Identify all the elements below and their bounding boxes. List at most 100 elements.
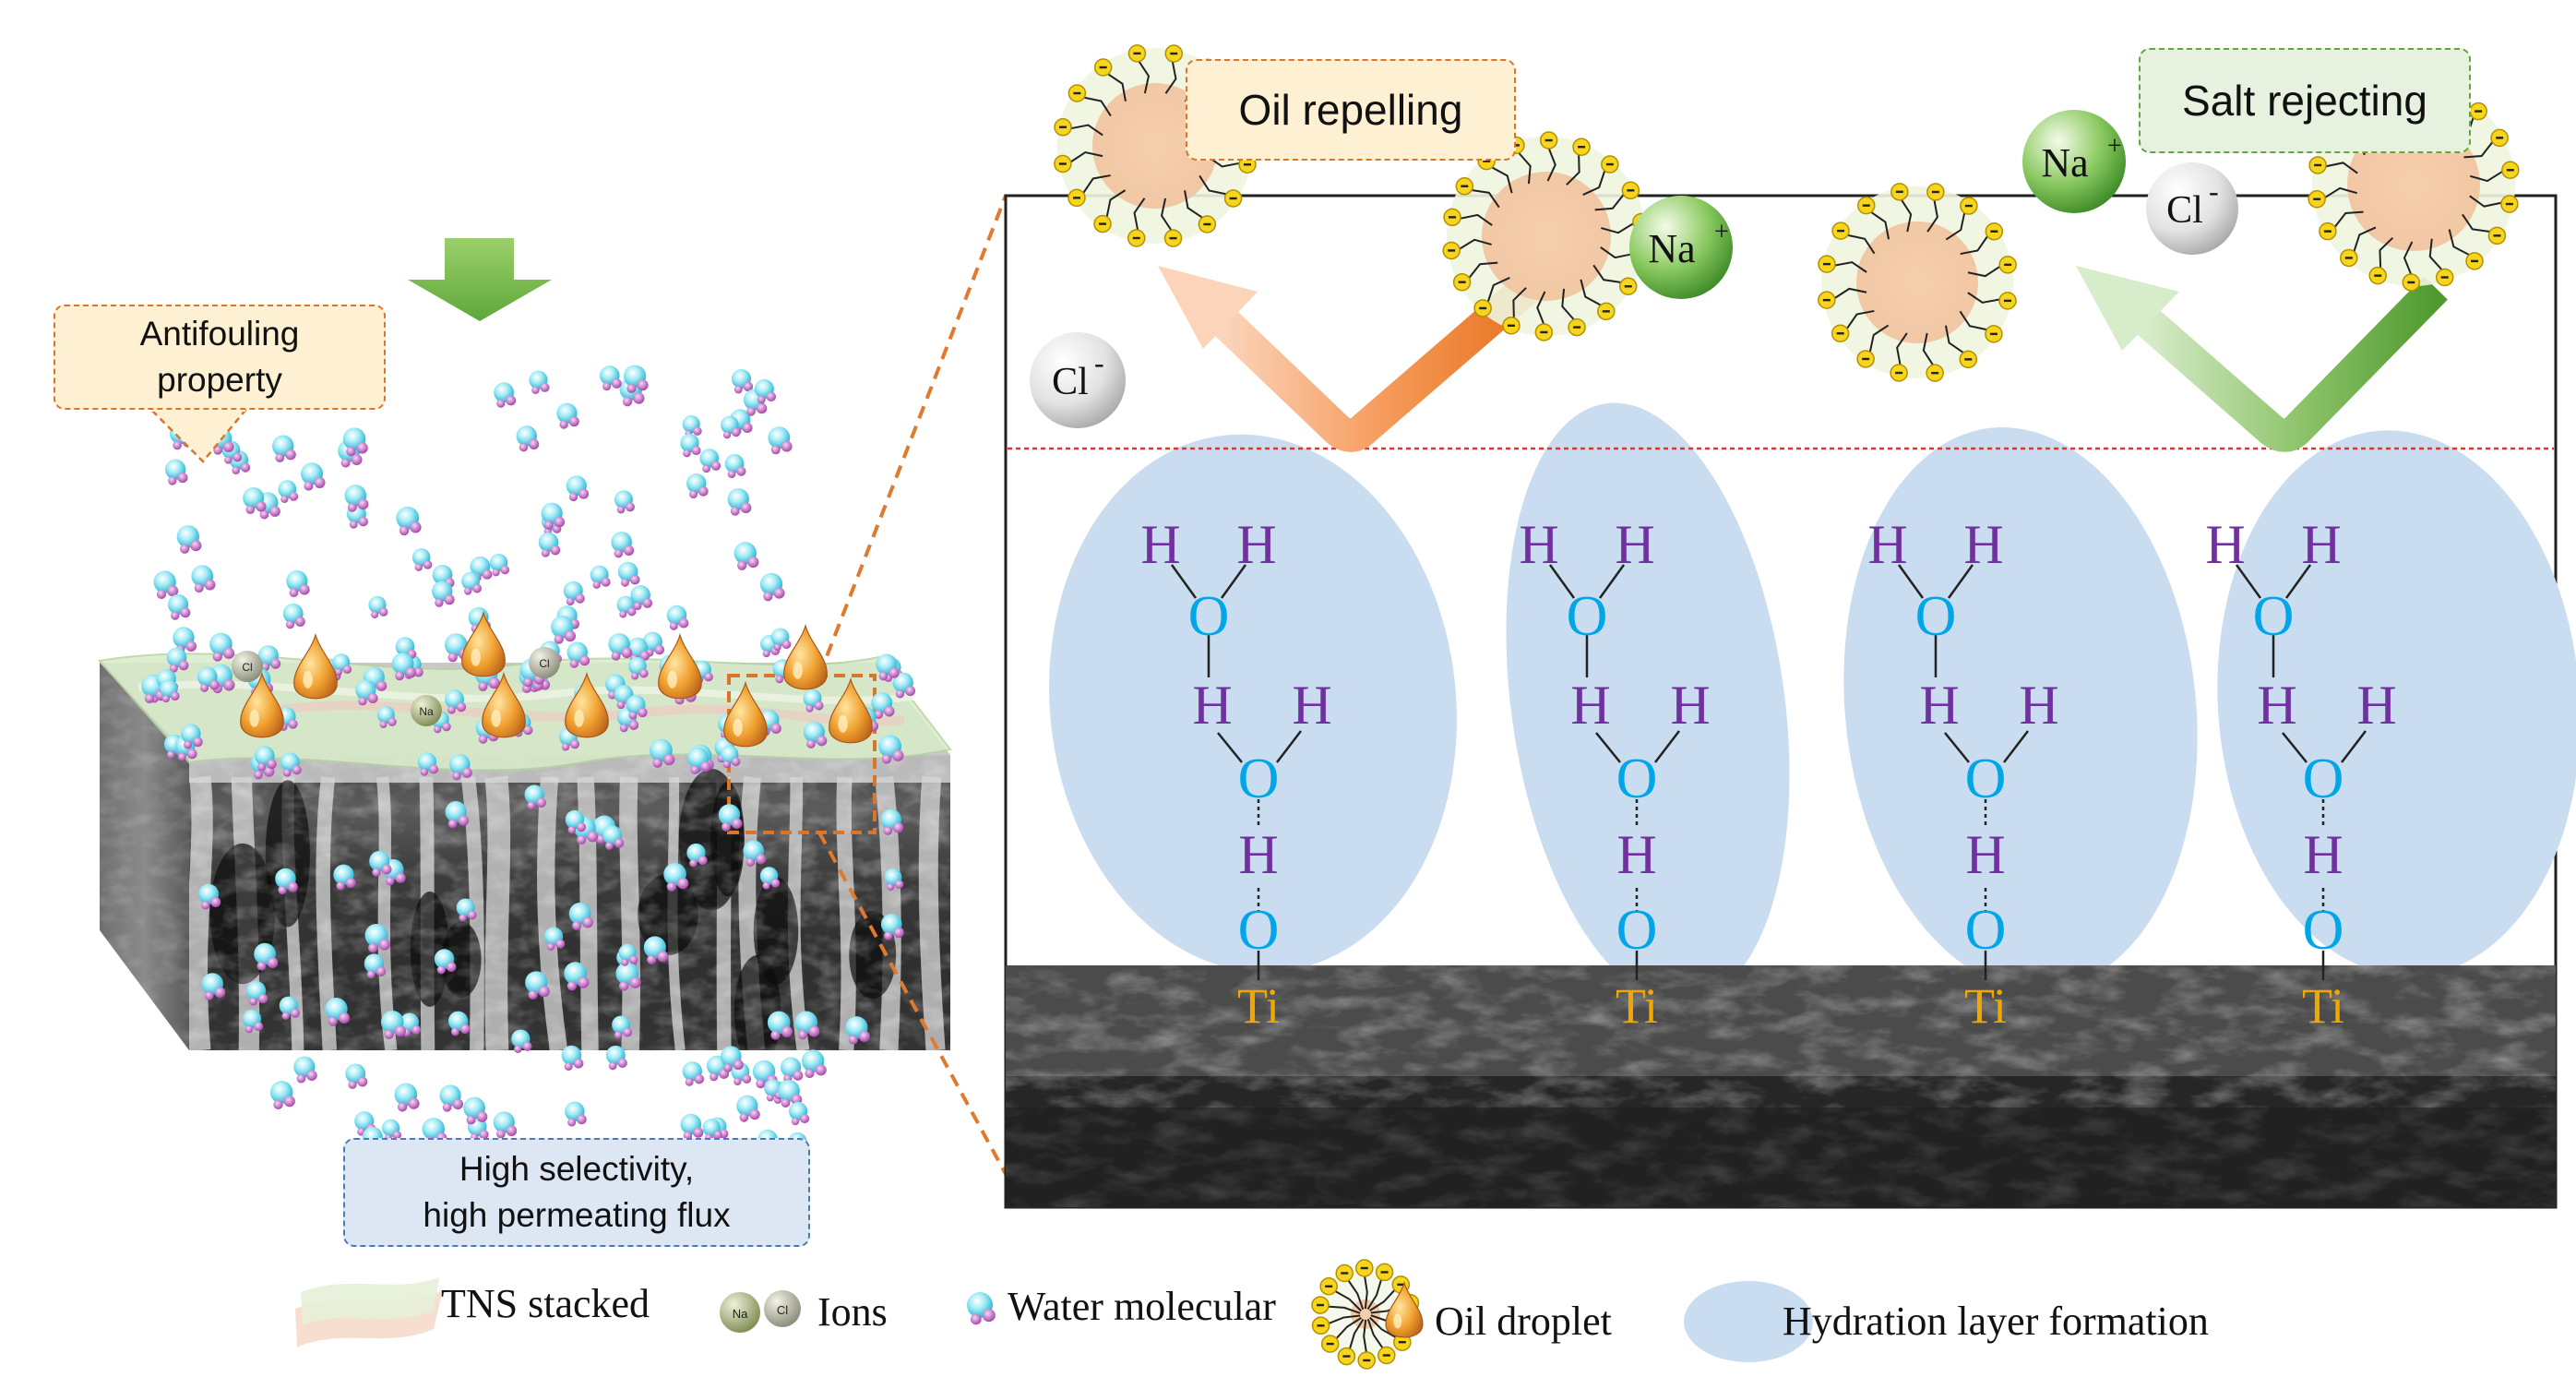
svg-text:O: O xyxy=(1238,748,1280,810)
water-molecule-icon xyxy=(892,672,916,699)
svg-text:H: H xyxy=(1867,514,1907,575)
water-molecule-icon xyxy=(364,923,390,953)
oil-micelle-icon xyxy=(1442,131,1651,341)
salt-rejecting-label: Salt rejecting xyxy=(2182,77,2427,125)
water-molecule-icon xyxy=(623,365,649,393)
oil-micelle-icon xyxy=(1311,1259,1420,1370)
svg-text:Cl: Cl xyxy=(242,661,252,674)
water-molecule-icon xyxy=(600,365,622,391)
water-molecule-icon xyxy=(176,525,202,554)
svg-text:H: H xyxy=(2356,675,2396,736)
water-molecule-icon xyxy=(720,745,741,769)
water-molecule-icon xyxy=(618,943,638,966)
svg-text:H: H xyxy=(1616,824,1656,885)
water-molecule-icon xyxy=(463,1096,488,1125)
water-molecule-icon xyxy=(563,581,585,606)
water-molecule-icon xyxy=(394,1083,420,1112)
water-molecule-icon xyxy=(411,548,433,571)
legend-ions-label: Ions xyxy=(817,1289,888,1335)
water-molecule-icon xyxy=(794,1011,820,1040)
water-molecule-icon xyxy=(643,936,669,964)
feed-arrow xyxy=(408,238,552,321)
water-molecule-icon xyxy=(541,502,566,530)
water-molecule-icon xyxy=(568,903,593,930)
high-selectivity-callout-line1: High selectivity, xyxy=(459,1150,695,1188)
water-molecule-icon xyxy=(803,721,828,748)
water-molecule-icon xyxy=(876,653,900,681)
svg-text:H: H xyxy=(1292,675,1331,736)
water-molecule-icon xyxy=(355,679,378,706)
svg-text:H: H xyxy=(2303,824,2343,885)
water-molecule-icon xyxy=(417,752,439,776)
svg-text:H: H xyxy=(1236,514,1276,575)
water-molecule-icon xyxy=(649,738,675,768)
water-molecule-icon xyxy=(380,1010,406,1039)
water-molecule-icon xyxy=(529,370,550,395)
chloride-ion-label: Cl xyxy=(1052,361,1089,403)
water-molecule-icon xyxy=(803,688,824,712)
water-molecule-icon xyxy=(181,724,203,749)
water-molecule-icon xyxy=(731,1062,752,1086)
water-molecule-icon xyxy=(967,1292,996,1325)
water-molecule-icon xyxy=(878,735,904,764)
legend-oil-swatch xyxy=(1311,1259,1424,1370)
water-molecule-icon xyxy=(768,426,793,455)
svg-text:O: O xyxy=(2303,899,2344,962)
sodium-ion-2: Na + xyxy=(2022,110,2126,213)
salt-rejecting-callout: Salt rejecting xyxy=(2139,48,2471,153)
water-molecules xyxy=(141,361,916,1156)
water-molecule-icon xyxy=(680,433,701,458)
water-molecule-icon xyxy=(612,1015,633,1039)
water-molecule-icon xyxy=(369,850,392,877)
legend-hydration-label: Hydration layer formation xyxy=(1783,1299,2209,1344)
chloride-ion-charge: - xyxy=(1094,346,1104,379)
membrane-ion-icon: Cl xyxy=(232,651,263,682)
water-molecule-icon xyxy=(445,801,470,829)
water-molecule-icon xyxy=(279,996,300,1020)
water-molecule-icon xyxy=(605,1045,627,1071)
water-molecule-icon xyxy=(332,653,352,677)
legend-oil-label: Oil droplet xyxy=(1435,1299,1612,1344)
water-molecule-icon xyxy=(556,402,579,429)
svg-text:O: O xyxy=(1616,899,1658,962)
water-molecule-icon xyxy=(702,1119,722,1142)
svg-text:O: O xyxy=(1238,899,1280,962)
water-molecule-icon xyxy=(275,868,298,895)
water-molecule-icon xyxy=(173,627,197,654)
svg-text:Cl: Cl xyxy=(539,657,549,670)
water-molecule-icon xyxy=(666,605,689,630)
water-molecule-icon xyxy=(201,973,226,1000)
oil-droplet-icon xyxy=(783,623,828,690)
oil-repelling-callout: Oil repelling xyxy=(1186,59,1516,161)
membrane-ion-icon: Na xyxy=(411,695,442,726)
water-molecule-icon xyxy=(524,784,546,810)
sodium-ion-label: Na xyxy=(2041,140,2088,186)
water-molecule-icon xyxy=(871,692,895,719)
water-molecule-icon xyxy=(525,971,550,1000)
water-molecule-icon xyxy=(686,843,708,868)
svg-text:O: O xyxy=(2303,748,2344,810)
svg-text:O: O xyxy=(1567,585,1608,648)
legend-water-swatch xyxy=(967,1292,996,1325)
legend-chloride-label: Cl xyxy=(777,1303,788,1317)
water-molecule-icon xyxy=(630,585,653,611)
water-molecule-icon xyxy=(801,1049,827,1079)
water-molecule-icon xyxy=(255,746,277,772)
water-molecule-icon xyxy=(566,641,590,668)
svg-text:Na: Na xyxy=(419,705,434,718)
water-molecule-icon xyxy=(333,864,356,891)
svg-text:Ti: Ti xyxy=(2302,978,2344,1034)
water-molecule-icon xyxy=(344,485,369,512)
svg-text:O: O xyxy=(1915,585,1957,648)
legend-tns-swatch xyxy=(295,1277,443,1347)
water-molecule-icon xyxy=(198,883,221,910)
water-molecule-icon xyxy=(590,565,611,589)
water-molecule-icon xyxy=(561,1045,584,1071)
water-molecule-icon xyxy=(493,1111,518,1139)
water-molecule-icon xyxy=(663,862,689,892)
svg-text:H: H xyxy=(2019,675,2058,736)
water-molecule-icon xyxy=(432,581,455,607)
